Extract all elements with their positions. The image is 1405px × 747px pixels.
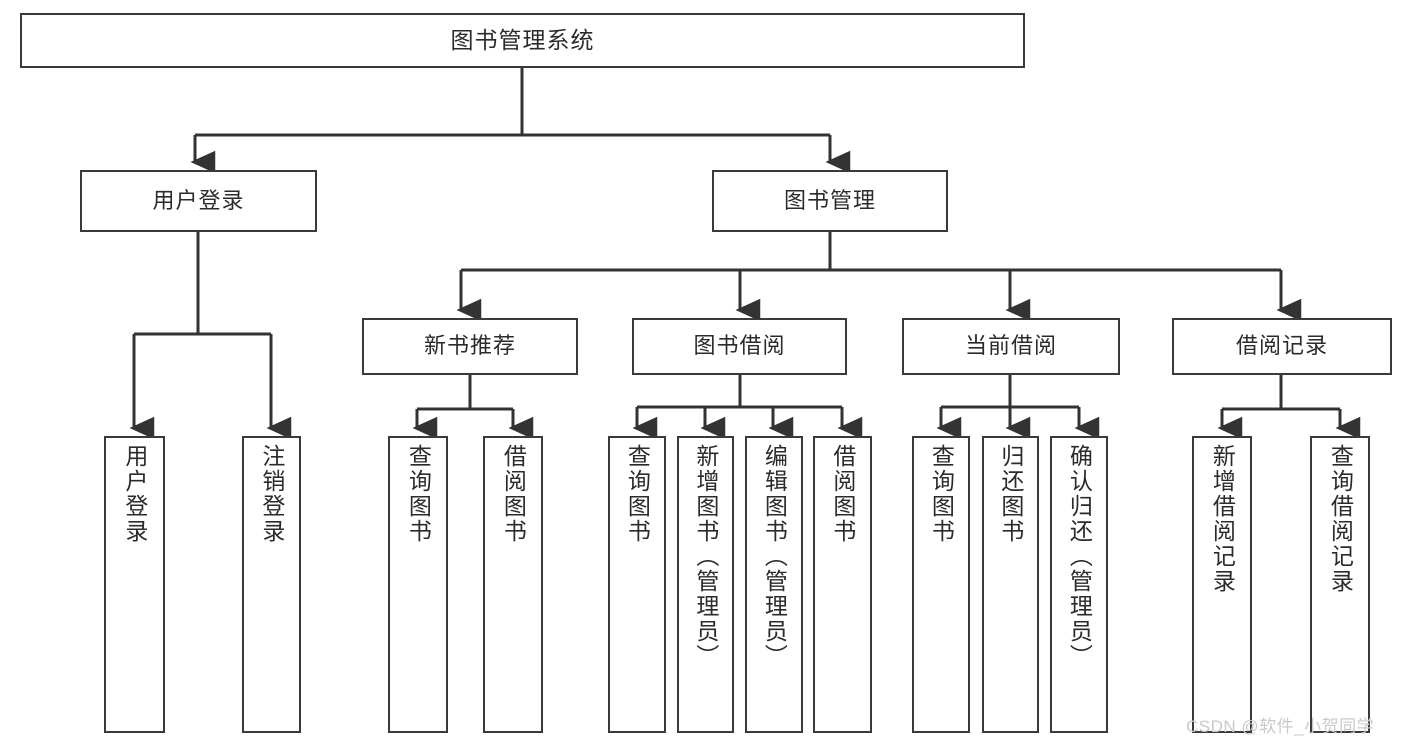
leaf-query-book-newbook[interactable]: 查询图书	[388, 436, 448, 733]
leaf-borrow-book[interactable]: 借阅图书	[813, 436, 872, 733]
leaf-query-book-borrow[interactable]: 查询图书	[608, 436, 666, 733]
node-book-borrow-label: 图书借阅	[693, 333, 786, 359]
node-borrow-record[interactable]: 借阅记录	[1172, 318, 1392, 375]
leaf-borrow-book-newbook[interactable]: 借阅图书	[483, 436, 543, 733]
leaf-edit-book-admin-label: 编辑图书（管理员）	[761, 444, 788, 669]
leaf-query-book-current[interactable]: 查询图书	[912, 436, 970, 733]
node-new-book-recommend[interactable]: 新书推荐	[362, 318, 578, 375]
node-new-book-recommend-label: 新书推荐	[423, 333, 516, 359]
leaf-add-book-admin-label: 新增图书（管理员）	[692, 444, 719, 669]
node-user-login-label: 用户登录	[152, 187, 245, 213]
leaf-user-login-label: 用户登录	[121, 444, 148, 544]
leaf-user-login[interactable]: 用户登录	[104, 436, 165, 733]
watermark-text: CSDN @软件_小贺同学	[1186, 717, 1375, 736]
leaf-confirm-return-admin-label: 确认归还（管理员）	[1066, 444, 1093, 669]
leaf-return-book-label: 归还图书	[997, 444, 1024, 544]
leaf-edit-book-admin[interactable]: 编辑图书（管理员）	[745, 436, 803, 733]
leaf-query-borrow-record[interactable]: 查询借阅记录	[1310, 436, 1370, 733]
node-current-borrow[interactable]: 当前借阅	[902, 318, 1120, 375]
leaf-logout[interactable]: 注销登录	[242, 436, 301, 733]
leaf-logout-label: 注销登录	[258, 444, 285, 544]
node-book-management[interactable]: 图书管理	[712, 170, 948, 232]
leaf-query-book-borrow-label: 查询图书	[624, 444, 651, 544]
node-user-login[interactable]: 用户登录	[80, 170, 317, 232]
leaf-confirm-return-admin[interactable]: 确认归还（管理员）	[1050, 436, 1108, 733]
leaf-add-book-admin[interactable]: 新增图书（管理员）	[677, 436, 734, 733]
leaf-return-book[interactable]: 归还图书	[982, 436, 1039, 733]
leaf-add-borrow-record-label: 新增借阅记录	[1209, 444, 1236, 594]
node-book-borrow[interactable]: 图书借阅	[632, 318, 847, 375]
node-current-borrow-label: 当前借阅	[964, 333, 1057, 359]
leaf-query-book-newbook-label: 查询图书	[405, 444, 432, 544]
node-root-label: 图书管理系统	[450, 26, 595, 53]
node-root[interactable]: 图书管理系统	[20, 13, 1025, 68]
leaf-borrow-book-newbook-label: 借阅图书	[500, 444, 527, 544]
leaf-query-borrow-record-label: 查询借阅记录	[1327, 444, 1354, 594]
leaf-add-borrow-record[interactable]: 新增借阅记录	[1192, 436, 1252, 733]
leaf-query-book-current-label: 查询图书	[928, 444, 955, 544]
node-book-management-label: 图书管理	[783, 187, 876, 213]
leaf-borrow-book-label: 借阅图书	[829, 444, 856, 544]
node-borrow-record-label: 借阅记录	[1235, 333, 1328, 359]
